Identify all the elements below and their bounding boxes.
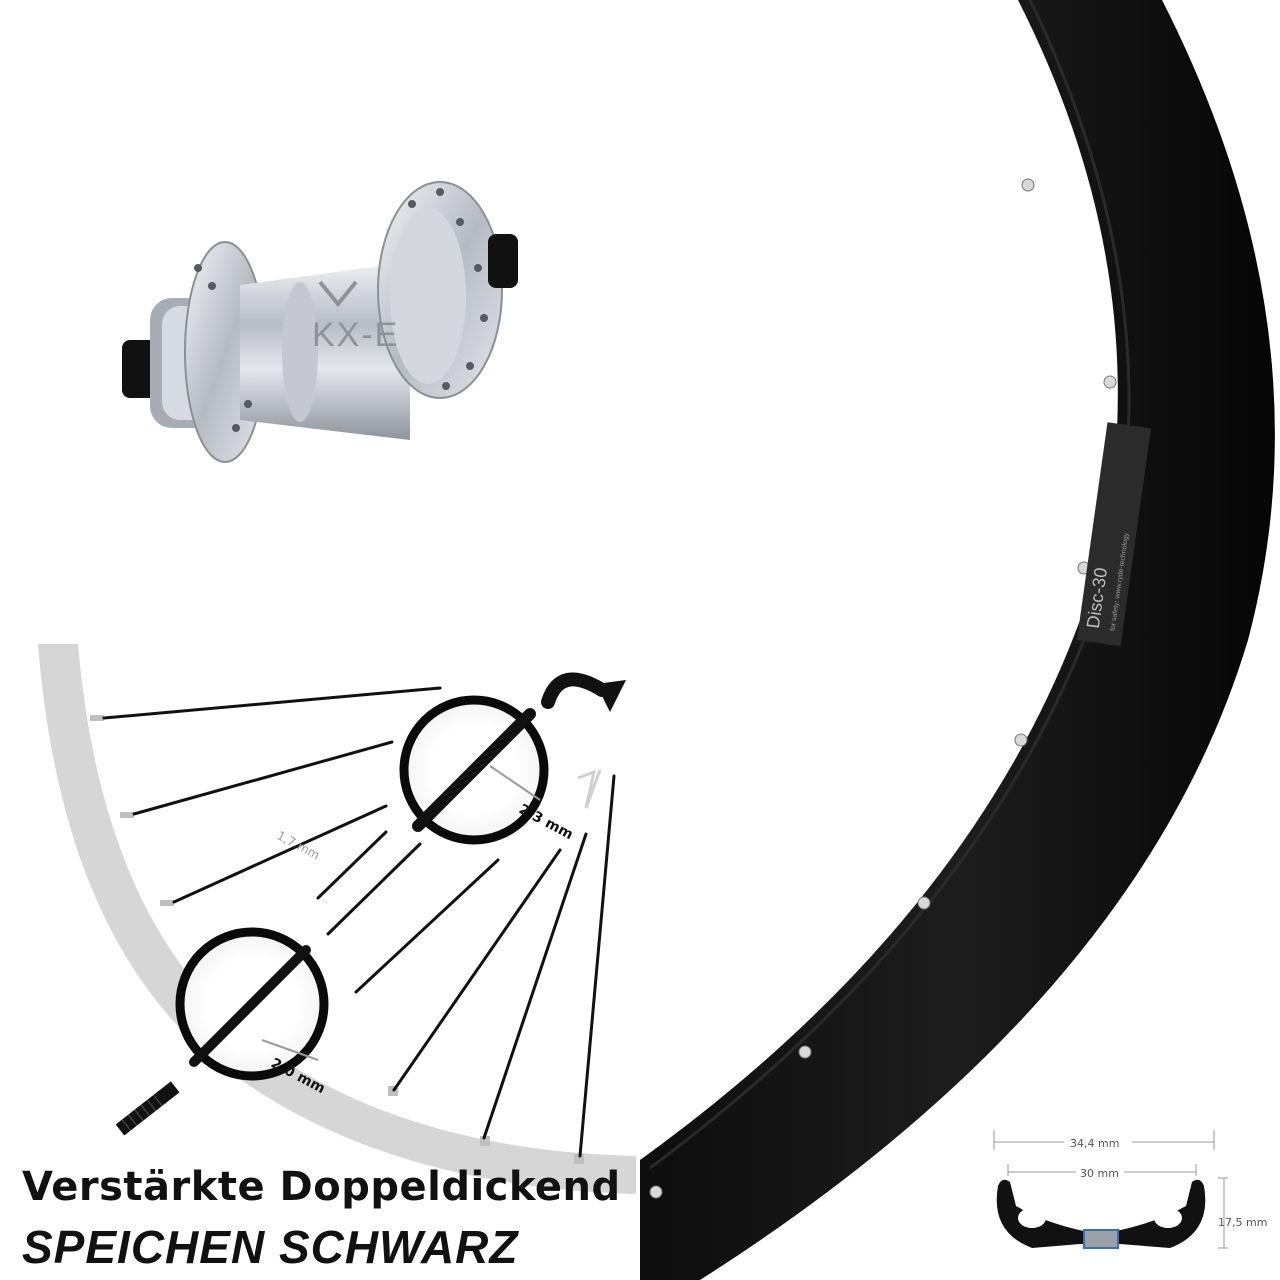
callout-middle: 1,7 mm — [275, 828, 322, 862]
caption-reinforced: Verstärkte Doppeldickend — [22, 1164, 621, 1210]
profile-height: 17,5 mm — [1218, 1216, 1267, 1229]
profile-inner-width: 30 mm — [1080, 1167, 1119, 1180]
rim-image: Disc-30 for safety: www.ryde-technology — [640, 0, 1275, 1280]
caption-spokes-black: SPEICHEN SCHWARZ — [22, 1221, 519, 1273]
profile-outer-width: 34,4 mm — [1070, 1137, 1119, 1150]
hub-image: KX-E — [122, 181, 518, 463]
spoke-diagram: 2,3 mm 1,7 mm 2,0 mm — [38, 644, 636, 1194]
rim-profile-diagram: 34,4 mm 30 mm 17,5 mm — [993, 1130, 1267, 1249]
lens-thick-section: 2,3 mm — [399, 695, 576, 845]
hub-logo: KX-E — [312, 316, 399, 354]
lens-end-section: 2,0 mm — [175, 927, 329, 1097]
